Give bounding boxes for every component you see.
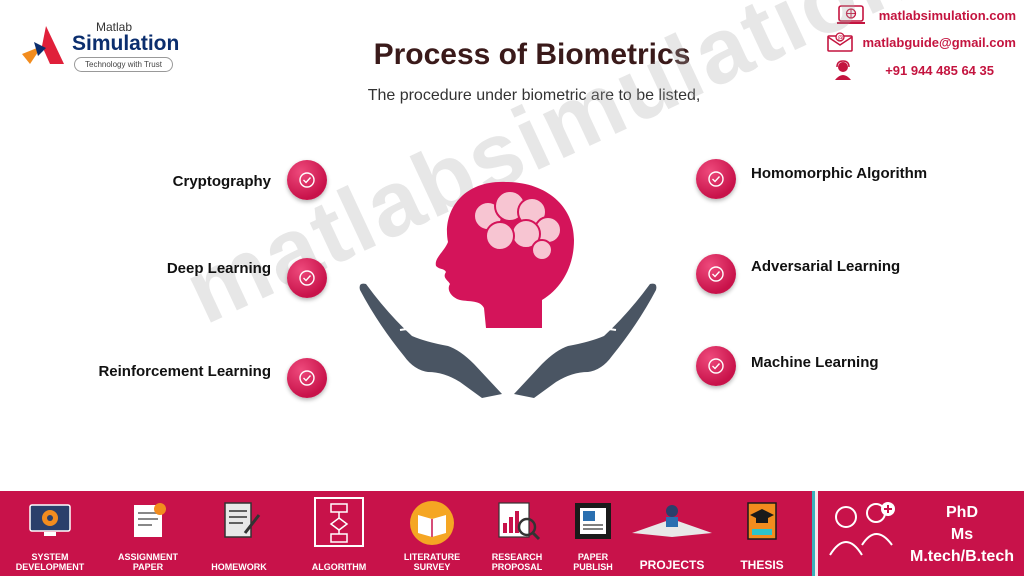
footer-item-projects[interactable]: PROJECTS bbox=[628, 491, 716, 576]
footer-label: THESIS bbox=[740, 558, 784, 572]
svg-text:@: @ bbox=[838, 35, 844, 42]
projects-icon bbox=[632, 505, 712, 537]
check-badge-machine-learning bbox=[696, 346, 736, 386]
brain-icon bbox=[473, 190, 562, 261]
degree-phd: PhD bbox=[946, 504, 978, 521]
check-badge-adversarial-learning bbox=[696, 254, 736, 294]
brand-logo[interactable]: Matlab Simulation Technology with Trust bbox=[20, 20, 190, 76]
left-hand-icon bbox=[359, 283, 502, 398]
contact-phone-text: +91 944 485 64 35 bbox=[885, 62, 994, 78]
footer-item-literature-survey[interactable]: LITERATURE SURVEY bbox=[390, 491, 474, 576]
page-subtitle: The procedure under biometric are to be … bbox=[367, 87, 701, 104]
item-cryptography: Cryptography bbox=[172, 173, 271, 190]
check-badge-reinforcement-learning bbox=[287, 358, 327, 398]
check-circle-icon bbox=[708, 171, 724, 187]
footer-item-homework[interactable]: HOMEWORK bbox=[200, 491, 278, 576]
homework-icon bbox=[224, 502, 261, 538]
assignment-paper-icon bbox=[134, 503, 166, 537]
biometrics-illustration bbox=[359, 181, 657, 398]
footer-label: PAPER PUBLISH bbox=[573, 552, 613, 572]
footer-item-paper-publish[interactable]: PAPER PUBLISH bbox=[562, 491, 624, 576]
item-homomorphic-algorithm: Homomorphic Algorithm bbox=[751, 165, 928, 182]
footer-label: PROJECTS bbox=[639, 558, 705, 572]
check-circle-icon bbox=[299, 370, 315, 386]
footer-label: LITERATURE SURVEY bbox=[403, 552, 461, 572]
footer-divider bbox=[812, 491, 818, 576]
check-badge-homomorphic-algorithm bbox=[696, 159, 736, 199]
system-development-icon bbox=[29, 504, 71, 536]
paper-publish-icon bbox=[575, 503, 611, 539]
contact-website-text: matlabsimulation.com bbox=[878, 7, 1016, 23]
thesis-icon bbox=[747, 502, 777, 540]
item-reinforcement-learning: Reinforcement Learning bbox=[98, 363, 271, 380]
research-proposal-icon bbox=[498, 502, 541, 541]
phone-support-icon bbox=[835, 60, 852, 80]
check-circle-icon bbox=[708, 358, 724, 374]
brand-name: Simulation bbox=[72, 32, 180, 55]
contact-email-text: matlabguide@gmail.com bbox=[862, 34, 1016, 50]
degrees-list: PhD Ms M.tech/B.tech bbox=[900, 502, 1024, 568]
literature-survey-icon bbox=[410, 501, 454, 545]
contact-email[interactable]: @ matlabguide@gmail.com bbox=[826, 32, 1016, 52]
footer-item-system-development[interactable]: SYSTEM DEVELOPMENT bbox=[2, 491, 98, 576]
footer-label: HOMEWORK bbox=[211, 562, 267, 572]
check-badge-cryptography bbox=[287, 160, 327, 200]
item-deep-learning: Deep Learning bbox=[166, 260, 271, 277]
check-circle-icon bbox=[708, 266, 724, 282]
check-circle-icon bbox=[299, 172, 315, 188]
brand-small: Matlab bbox=[96, 20, 133, 34]
footer-item-algorithm[interactable]: ALGORITHM bbox=[296, 491, 382, 576]
mail-icon: @ bbox=[827, 32, 854, 52]
check-badge-deep-learning bbox=[287, 258, 327, 298]
contact-phone[interactable]: +91 944 485 64 35 bbox=[829, 60, 994, 80]
footer-item-research-proposal[interactable]: RESEARCH PROPOSAL bbox=[480, 491, 554, 576]
item-machine-learning: Machine Learning bbox=[751, 354, 879, 371]
footer-label: RESEARCH PROPOSAL bbox=[491, 552, 543, 572]
right-hand-icon bbox=[514, 283, 657, 398]
contact-website[interactable]: matlabsimulation.com bbox=[836, 5, 1016, 25]
footer-item-thesis[interactable]: THESIS bbox=[726, 491, 798, 576]
footer-item-assignment-paper[interactable]: ASSIGNMENT PAPER bbox=[104, 491, 192, 576]
degree-mtech-btech: M.tech/B.tech bbox=[909, 548, 1014, 565]
degree-ms: Ms bbox=[950, 526, 974, 543]
footer-label: ALGORITHM bbox=[311, 562, 367, 572]
footer-label: SYSTEM DEVELOPMENT bbox=[15, 552, 85, 572]
globe-icon bbox=[836, 5, 865, 24]
logo-mark-icon bbox=[22, 26, 64, 64]
algorithm-icon bbox=[314, 497, 364, 547]
graduates-icon bbox=[829, 502, 895, 556]
page-title: Process of Biometrics bbox=[373, 38, 691, 71]
footer-label: ASSIGNMENT PAPER bbox=[117, 552, 178, 572]
check-circle-icon bbox=[299, 270, 315, 286]
brand-tagline: Technology with Trust bbox=[74, 57, 173, 72]
services-footer: SYSTEM DEVELOPMENT ASSIGNMENT PAPER HOME… bbox=[0, 491, 1024, 576]
item-adversarial-learning: Adversarial Learning bbox=[751, 258, 901, 275]
